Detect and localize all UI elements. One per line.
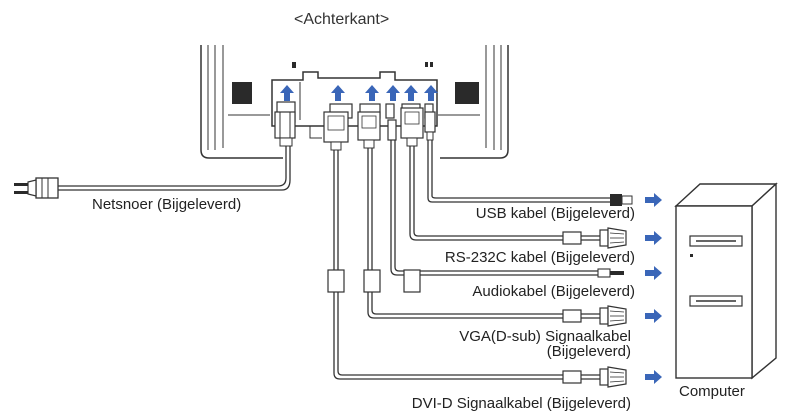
dsub-connector-icon (599, 305, 627, 327)
power-cable (58, 146, 287, 187)
direction-arrows (645, 193, 662, 384)
usb-cable (427, 140, 610, 203)
cable-cores (327, 231, 582, 384)
vga-cable-label-line1: VGA(D-sub) Signaalkabel (459, 328, 631, 345)
left-speaker-grille (232, 82, 252, 104)
usb-cable-label: USB kabel (Bijgeleverd) (475, 205, 635, 222)
audio-cable (390, 140, 598, 276)
arrow-right-icon (645, 266, 662, 280)
dsub-connector-icon (599, 227, 627, 249)
arrow-right-icon (645, 370, 662, 384)
plugged-connectors (274, 107, 436, 151)
power-plug-icon (14, 177, 59, 199)
dsub-connector-icon (599, 366, 627, 388)
computer-label: Computer (679, 383, 745, 400)
monitor-rear (200, 45, 509, 159)
rs232c-cable (409, 146, 600, 241)
audio-jack-icon (597, 268, 624, 278)
arrow-right-icon (645, 231, 662, 245)
computer-tower-icon (674, 182, 778, 380)
usb-plug-icon (610, 194, 633, 206)
dvi-cable-label: DVI-D Signaalkabel (Bijgeleverd) (411, 395, 631, 412)
diagram-title: <Achterkant> (294, 11, 390, 28)
power-cable-label: Netsnoer (Bijgeleverd) (92, 196, 242, 213)
arrow-right-icon (645, 193, 662, 207)
vga-cable (367, 148, 600, 319)
cables (58, 140, 610, 380)
arrow-right-icon (645, 309, 662, 323)
audio-cable-label: Audiokabel (Bijgeleverd) (472, 283, 635, 300)
dvi-cable (333, 150, 600, 380)
right-speaker-grille (455, 82, 479, 104)
vga-cable-label-line2: (Bijgeleverd) (546, 343, 631, 360)
rs232c-cable-label: RS-232C kabel (Bijgeleverd) (444, 249, 635, 266)
